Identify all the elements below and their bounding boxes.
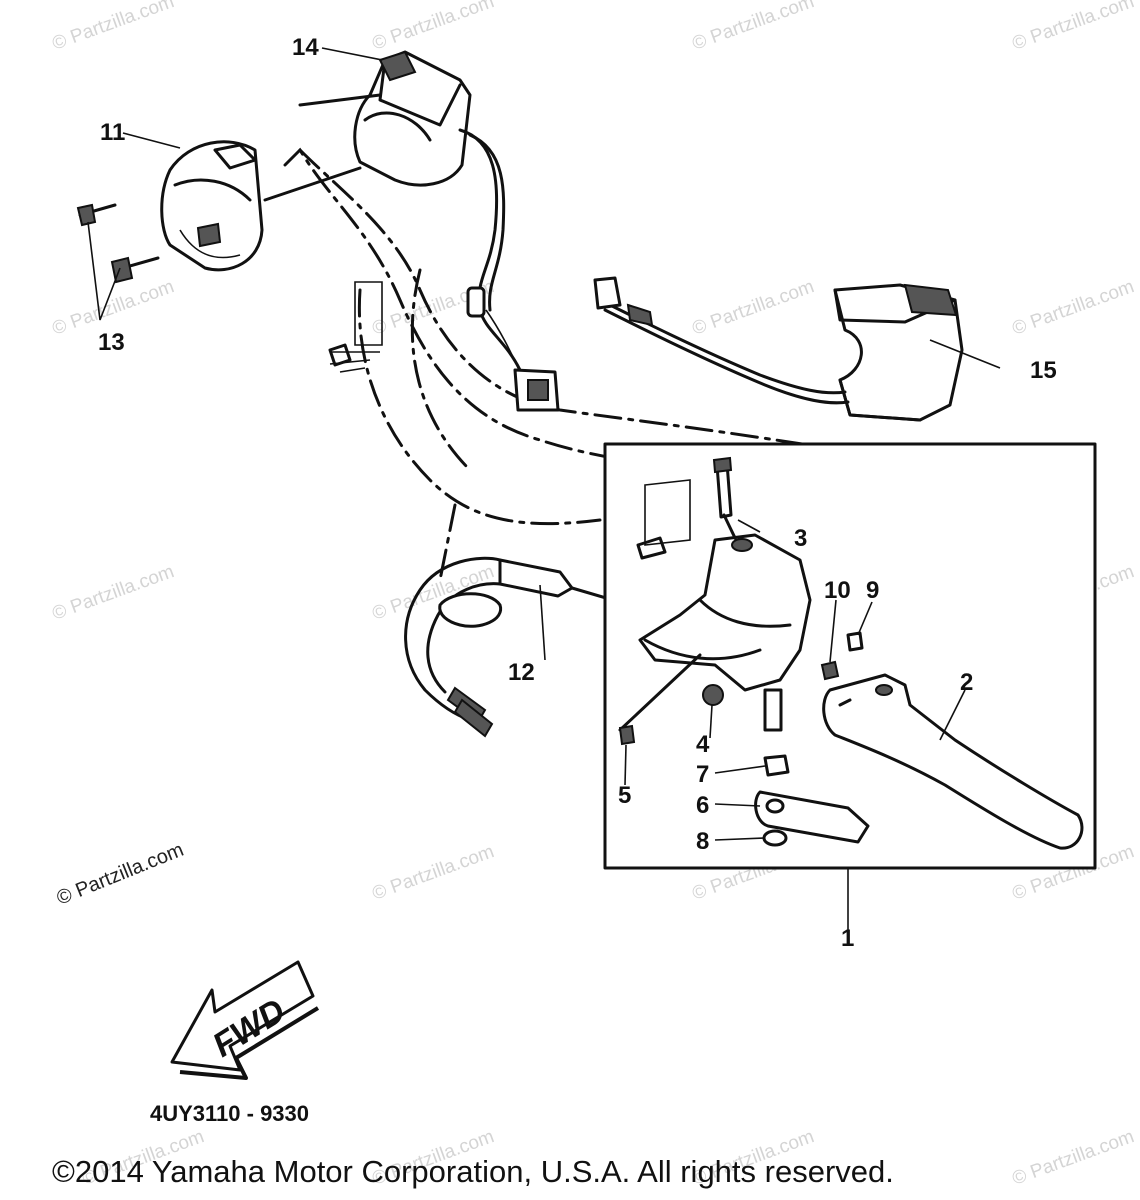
callout-8: 8 [696,828,709,855]
watermark: © Partzilla.com [690,0,817,55]
callout-9: 9 [866,577,879,604]
clutch-lever-part-2 [822,673,1084,850]
watermark: © Partzilla.com [370,841,497,905]
right-switch-housing [263,50,560,412]
plate-part-6 [754,790,870,844]
nut-part-10 [820,660,840,681]
callout-14: 14 [292,34,319,61]
left-switch-housing [160,140,264,272]
callout-13: 13 [98,329,125,356]
watermark: © Partzilla.com [370,0,497,55]
watermark: © Partzilla.com [50,561,177,625]
switch-housing-part-15 [593,276,964,422]
watermark: © Partzilla.com [690,276,817,340]
watermark: © Partzilla.com [1010,1126,1137,1190]
callout-10: 10 [824,577,851,604]
callout-7: 7 [696,761,709,788]
screw-part-5 [618,724,636,746]
nut-part-4 [702,684,724,706]
cap-part-9 [846,631,864,652]
callouts: 14 11 13 15 3 10 9 12 2 4 7 5 6 8 1 [98,34,1057,952]
callout-2: 2 [960,669,973,696]
watermark: © Partzilla.com [1010,276,1137,340]
watermark-prominent: © Partzilla.com [54,839,187,910]
callout-1: 1 [841,925,854,952]
copyright-notice: ©2014 Yamaha Motor Corporation, U.S.A. A… [52,1154,894,1189]
washer-part-8 [762,829,788,847]
bolt-part-3 [712,456,738,542]
callout-5: 5 [618,782,631,809]
diagram-code: 4UY3110 - 9330 [150,1101,309,1126]
collar-part-7 [763,754,790,777]
forward-arrow: FWD [170,960,320,1080]
clutch-lever-holder [618,479,812,732]
clutch-switch-part-12 [404,556,717,738]
callout-6: 6 [696,792,709,819]
callout-11: 11 [100,119,125,146]
watermark: © Partzilla.com [50,0,177,55]
screws-part-13 [76,203,160,284]
watermark: © Partzilla.com [1010,0,1137,55]
leader-lines [87,47,1001,930]
callout-4: 4 [696,731,710,758]
callout-12: 12 [508,659,535,686]
callout-3: 3 [794,525,807,552]
callout-15: 15 [1030,357,1057,384]
